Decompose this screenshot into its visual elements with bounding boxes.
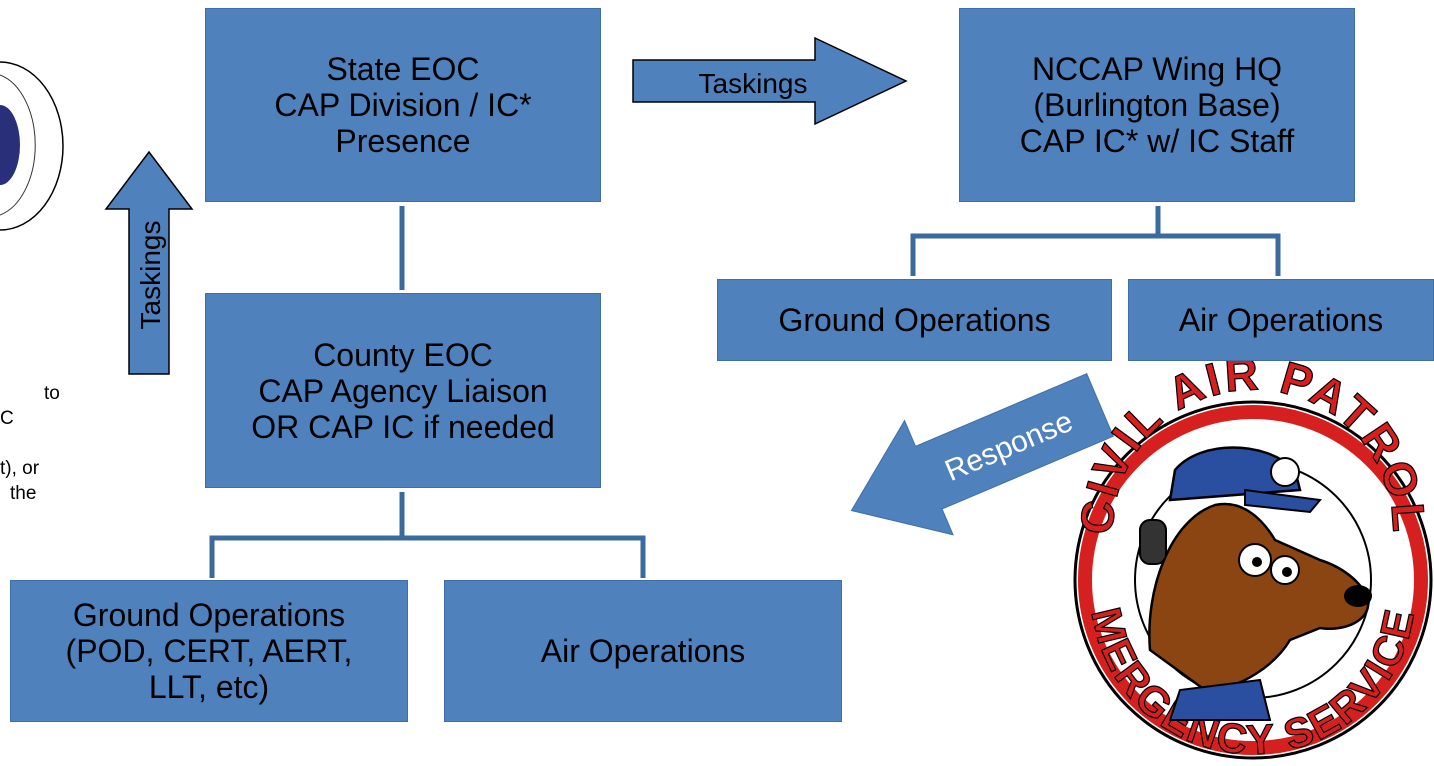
wing-hq-node: NCCAP Wing HQ (Burlington Base) CAP IC* … bbox=[959, 8, 1355, 202]
dog-mascot-icon bbox=[1139, 446, 1372, 721]
partial-seal-logo bbox=[0, 61, 64, 231]
state-eoc-node: State EOC CAP Division / IC* Presence bbox=[205, 8, 601, 202]
wing-ground-connector bbox=[910, 206, 1161, 276]
county-air-connector bbox=[402, 535, 646, 578]
wing-air-connector bbox=[1158, 233, 1281, 276]
wing-hq-label: NCCAP Wing HQ (Burlington Base) CAP IC* … bbox=[1019, 51, 1295, 159]
response-arrow-shape bbox=[850, 373, 1114, 536]
state-eoc-label: State EOC CAP Division / IC* Presence bbox=[274, 51, 532, 159]
county-ground-ops-node: Ground Operations (POD, CERT, AERT, LLT,… bbox=[10, 580, 408, 722]
left-text-fragment: the bbox=[10, 483, 37, 504]
wing-ground-ops-label: Ground Operations bbox=[778, 302, 1051, 338]
connector-lines bbox=[209, 206, 1281, 578]
left-text-fragment: C bbox=[0, 408, 14, 429]
left-text-fragment: t), or bbox=[0, 458, 40, 479]
wing-air-ops-node: Air Operations bbox=[1128, 279, 1434, 361]
taskings-right-label: Taskings bbox=[699, 68, 808, 99]
taskings-right-arrow bbox=[632, 36, 908, 126]
county-air-ops-node: Air Operations bbox=[444, 580, 842, 722]
response-arrow: Response bbox=[850, 373, 1114, 536]
wing-ground-ops-node: Ground Operations bbox=[717, 279, 1112, 361]
county-air-ops-label: Air Operations bbox=[540, 633, 746, 669]
wing-air-ops-label: Air Operations bbox=[1178, 302, 1384, 338]
taskings-up-label: Taskings bbox=[135, 221, 166, 330]
county-ground-connector bbox=[209, 492, 405, 578]
county-eoc-label: County EOC CAP Agency Liaison OR CAP IC … bbox=[251, 336, 555, 445]
left-text-fragment: to bbox=[44, 383, 60, 404]
county-eoc-node: County EOC CAP Agency Liaison OR CAP IC … bbox=[205, 293, 601, 488]
county-ground-ops-label: Ground Operations (POD, CERT, AERT, LLT,… bbox=[65, 597, 353, 705]
taskings-up-arrow bbox=[104, 150, 194, 375]
